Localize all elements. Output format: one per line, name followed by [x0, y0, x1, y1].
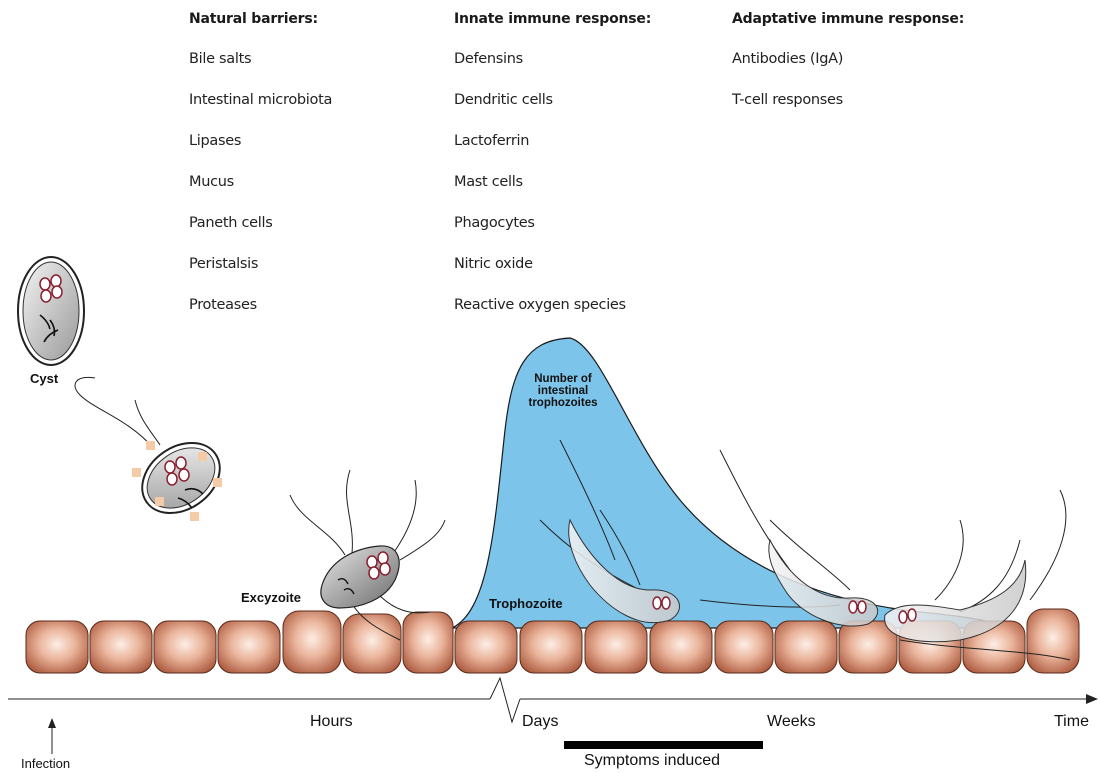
- infection-arrow: [48, 718, 56, 754]
- epithelial-cell: [26, 621, 88, 673]
- symptoms-duration-bar: [564, 741, 763, 749]
- weeks-label: Weeks: [767, 713, 816, 731]
- epithelial-cell: [343, 614, 401, 673]
- time-label: Time: [1054, 713, 1089, 731]
- cyst-illustration: [18, 257, 84, 365]
- epithelial-cell: [585, 621, 647, 673]
- epithelial-cell: [283, 611, 341, 673]
- curve-label-line: Number of: [518, 373, 608, 385]
- epithelial-cell: [775, 621, 837, 673]
- epithelial-cell: [218, 621, 280, 673]
- infection-label: Infection: [21, 756, 70, 771]
- excyzoite-label: Excyzoite: [241, 590, 301, 605]
- epithelial-cell: [90, 621, 152, 673]
- epithelial-cell: [1027, 609, 1079, 673]
- days-label: Days: [522, 713, 558, 731]
- epithelial-cell: [715, 621, 773, 673]
- epithelial-cell: [403, 612, 453, 673]
- curve-label: Number of intestinal trophozoites: [518, 373, 608, 409]
- trophozoite-label: Trophozoite: [489, 596, 563, 611]
- excysting-cyst-illustration: [75, 377, 233, 527]
- curve-label-line: trophozoites: [518, 397, 608, 409]
- epithelial-cell: [154, 621, 216, 673]
- symptoms-label: Symptoms induced: [584, 752, 720, 770]
- epithelial-cell: [455, 621, 517, 673]
- cyst-label: Cyst: [30, 371, 58, 386]
- epithelial-cell: [650, 621, 712, 673]
- epithelial-cell: [520, 621, 582, 673]
- hours-label: Hours: [310, 713, 353, 731]
- curve-label-line: intestinal: [518, 385, 608, 397]
